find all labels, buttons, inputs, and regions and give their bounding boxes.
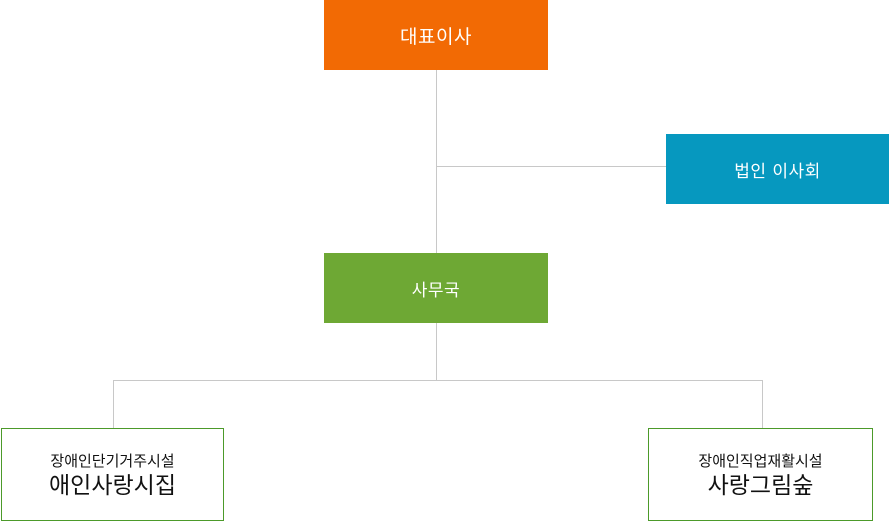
board-box: 법인 이사회 [666,134,889,204]
facility-name: 애인사랑시집 [49,472,176,499]
office-label: 사무국 [411,280,461,301]
connector-to-left-facility [113,380,114,428]
facility-box-vocational-rehab: 장애인직업재활시설 사랑그림숲 [648,428,873,521]
ceo-box: 대표이사 [324,0,548,70]
facility-type-label: 장애인직업재활시설 [698,451,823,470]
board-label: 법인 이사회 [734,161,821,182]
connector-to-right-facility [762,380,763,428]
connector-office-down [436,323,437,380]
office-box: 사무국 [324,253,548,323]
connector-to-board [436,166,666,167]
facility-type-label: 장애인단기거주시설 [50,451,175,470]
facility-name: 사랑그림숲 [707,472,814,499]
connector-ceo-to-office [436,70,437,253]
facility-box-short-term-residence: 장애인단기거주시설 애인사랑시집 [1,428,224,521]
ceo-label: 대표이사 [400,25,472,48]
connector-facilities-horizontal [113,380,763,381]
